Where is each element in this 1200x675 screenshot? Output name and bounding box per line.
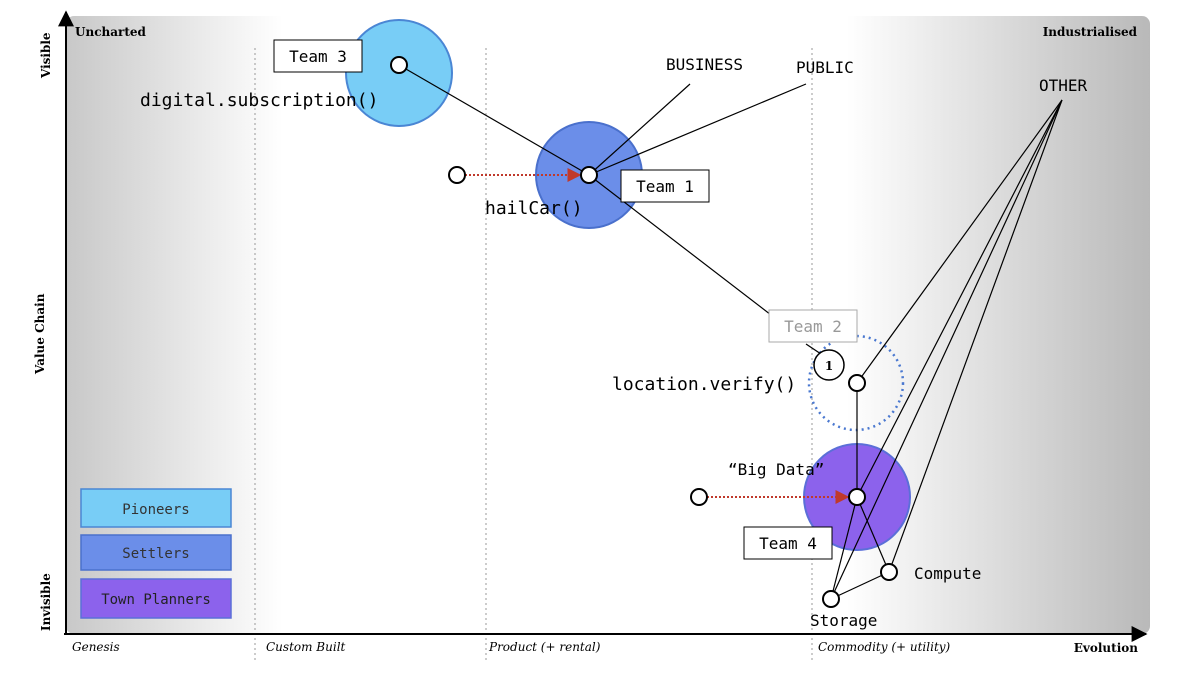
- compute-node[interactable]: [880, 563, 898, 581]
- legend-town-planners-label: Town Planners: [101, 592, 211, 608]
- stage-product: Product (+ rental): [488, 640, 601, 654]
- industrialised-label: Industrialised: [1043, 25, 1138, 39]
- business-label: BUSINESS: [666, 55, 743, 74]
- y-visible-label: Visible: [39, 32, 53, 79]
- compute-label: Compute: [914, 564, 981, 583]
- y-axis-label: Value Chain: [33, 293, 47, 375]
- link: [398, 64, 590, 176]
- legend-pioneers-swatch: [80, 488, 232, 528]
- link: [588, 83, 807, 176]
- hailcar-node[interactable]: [580, 166, 598, 184]
- big-data-label: “Big Data”: [728, 460, 824, 479]
- connections: [398, 64, 1063, 600]
- hailcar-previous-node[interactable]: [448, 166, 466, 184]
- marker-1-circle: [813, 349, 845, 381]
- other-label: OTHER: [1039, 76, 1088, 95]
- legend-pioneers-label: Pioneers: [122, 502, 189, 518]
- hailcar-label: hailCar(): [485, 198, 583, 219]
- storage-label: Storage: [810, 611, 877, 630]
- big-data-previous-node[interactable]: [690, 488, 708, 506]
- location-verify-label: location.verify(): [612, 374, 796, 395]
- stage-commodity: Commodity (+ utility): [818, 640, 951, 654]
- link: [588, 83, 691, 176]
- storage-node[interactable]: [822, 590, 840, 608]
- marker-1-label: 1: [825, 359, 833, 373]
- link: [856, 496, 890, 573]
- location-verify-node[interactable]: [848, 374, 866, 392]
- stage-genesis: Genesis: [72, 640, 120, 654]
- team3-label: Team 3: [289, 47, 347, 66]
- link: [856, 99, 1063, 384]
- public-label: PUBLIC: [796, 58, 854, 77]
- link: [830, 99, 1063, 600]
- legend-settlers-swatch: [80, 534, 232, 571]
- team2-label: Team 2: [784, 317, 842, 336]
- big-data-node[interactable]: [848, 488, 866, 506]
- stage-custom-built: Custom Built: [266, 640, 346, 654]
- digital-subscription-label: digital.subscription(): [140, 90, 378, 111]
- uncharted-label: Uncharted: [75, 25, 146, 39]
- link: [588, 174, 776, 319]
- team1-label: Team 1: [636, 177, 694, 196]
- link: [856, 99, 1063, 498]
- team1-box[interactable]: [620, 169, 710, 203]
- link: [830, 571, 890, 600]
- link: [830, 496, 858, 600]
- y-invisible-label: Invisible: [39, 573, 53, 631]
- x-axis-label: Evolution: [1074, 641, 1139, 655]
- team2-circle: [807, 334, 905, 432]
- link: [888, 99, 1063, 573]
- digital-subscription-node[interactable]: [390, 56, 408, 74]
- team2-box[interactable]: [768, 309, 858, 343]
- team4-label: Team 4: [759, 534, 817, 553]
- team3-box[interactable]: [273, 39, 363, 73]
- legend-town-planners-swatch: [80, 578, 232, 619]
- team4-box[interactable]: [743, 526, 833, 560]
- legend-settlers-label: Settlers: [122, 546, 189, 562]
